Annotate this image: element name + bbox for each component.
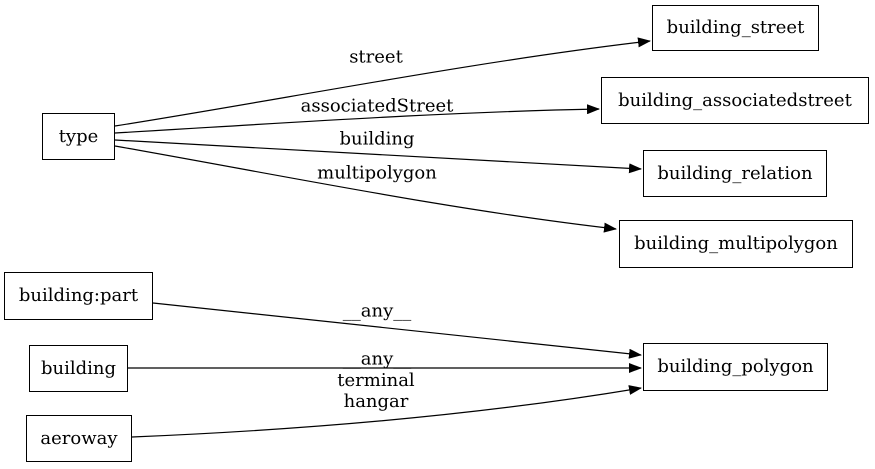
node-building-part: building:part [4, 272, 153, 320]
edge-label-type-to-building_multipolygon: multipolygon [317, 162, 437, 184]
edge-label-building-to-building_polygon: __any__ [342, 348, 412, 370]
node-building_associatedstreet: building_associatedstreet [601, 77, 869, 124]
edge-label-aeroway-to-building_polygon: terminal hangar [337, 370, 415, 412]
node-building_street: building_street [652, 5, 819, 51]
node-building_polygon: building_polygon [643, 343, 828, 391]
edge-label-type-to-building_associatedstreet: associatedStreet [300, 95, 454, 117]
node-type: type [42, 113, 115, 160]
edge-label-type-to-building_street: street [349, 46, 403, 68]
edge-type-to-building_multipolygon [114, 145, 617, 233]
node-building: building [29, 345, 128, 392]
edge-type-to-building_street [114, 37, 651, 127]
edge-building-part-to-building_polygon [152, 302, 642, 359]
node-aeroway: aeroway [26, 415, 132, 462]
edge-type-to-building_associatedstreet [114, 104, 600, 134]
edge-label-type-to-building_relation: building [339, 128, 415, 150]
node-building_relation: building_relation [643, 150, 827, 197]
edge-aeroway-to-building_polygon [131, 385, 642, 438]
node-building_multipolygon: building_multipolygon [619, 220, 853, 268]
edge-label-building-part-to-building_polygon: __any__ [342, 300, 412, 322]
